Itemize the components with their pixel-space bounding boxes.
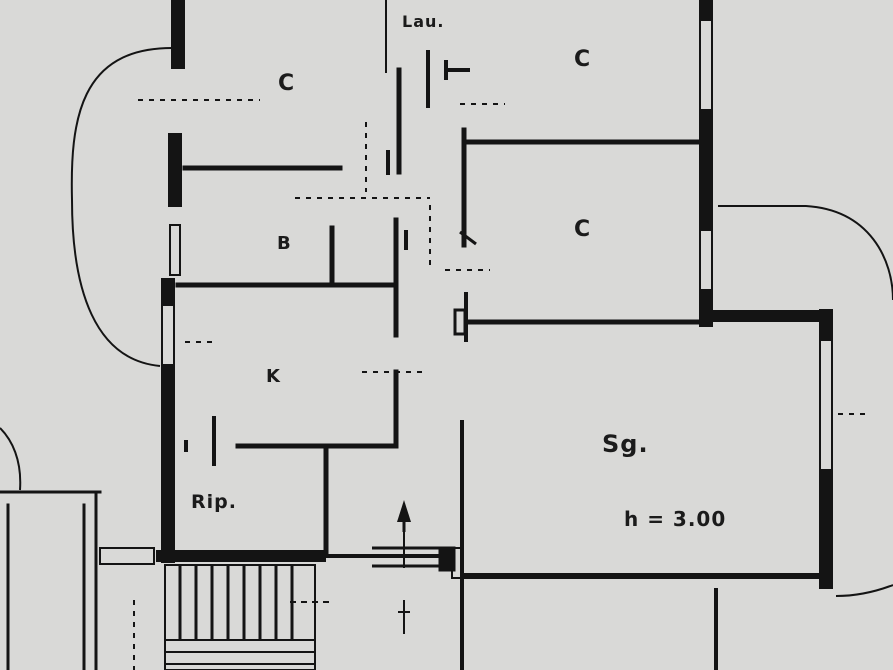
room-label-c-top-left: C	[278, 71, 295, 96]
room-label-kitchen: K	[266, 366, 281, 387]
balconies	[0, 47, 893, 597]
ceiling-height-label: h = 3.00	[624, 507, 726, 531]
room-label-c-mid-right: C	[574, 217, 591, 242]
stair-outline	[164, 564, 316, 670]
balcony-right	[718, 205, 893, 301]
room-label-storage: Rip.	[191, 491, 237, 513]
window-right-upper	[699, 19, 713, 111]
windows	[99, 19, 833, 565]
room-label-laundry: Lau.	[402, 12, 444, 31]
window-right-mid	[699, 229, 713, 291]
door-leaves	[184, 50, 477, 466]
balcony-right-bottom	[835, 584, 893, 597]
room-label-c-top-right: C	[574, 47, 591, 72]
window-kitchen-left	[161, 304, 175, 366]
up-arrow-icon	[397, 500, 411, 532]
door-openings	[133, 99, 868, 670]
window-right-sg	[819, 339, 833, 471]
staircase	[164, 564, 330, 670]
window-left-b	[169, 224, 181, 276]
window-entry	[99, 547, 155, 565]
room-label-living: Sg.	[602, 430, 649, 458]
balcony-far-left	[0, 427, 22, 491]
room-label-bathroom: B	[277, 233, 292, 254]
entry-landing	[372, 530, 463, 634]
balcony-left	[70, 47, 173, 367]
